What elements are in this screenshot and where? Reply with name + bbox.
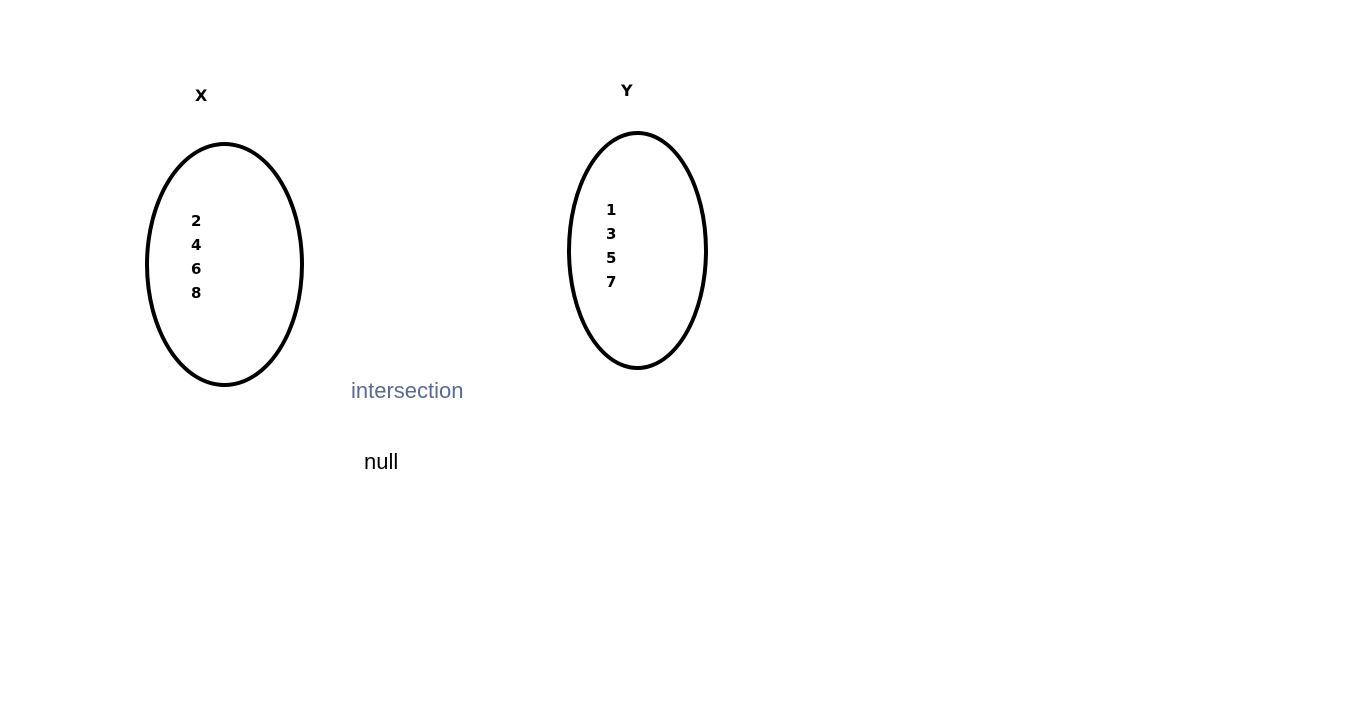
set-y-element: 1: [606, 201, 617, 219]
result-label: null: [364, 449, 399, 474]
set-x-element: 4: [191, 236, 202, 254]
set-x-ellipse: [145, 142, 304, 387]
set-y-elements: 1 3 5 7: [606, 198, 616, 294]
set-y-element: 3: [606, 225, 617, 243]
set-x-element: 6: [191, 260, 202, 278]
set-y-ellipse: [567, 131, 708, 370]
set-y-element: 7: [606, 273, 617, 291]
set-x-element: 8: [191, 284, 202, 302]
set-x-elements: 2 4 6 8: [191, 209, 201, 305]
set-x-element: 2: [191, 212, 202, 230]
set-y-element: 5: [606, 249, 617, 267]
operation-label: intersection: [351, 378, 464, 403]
set-x-label: X: [195, 86, 208, 105]
set-y-label: Y: [621, 81, 633, 100]
